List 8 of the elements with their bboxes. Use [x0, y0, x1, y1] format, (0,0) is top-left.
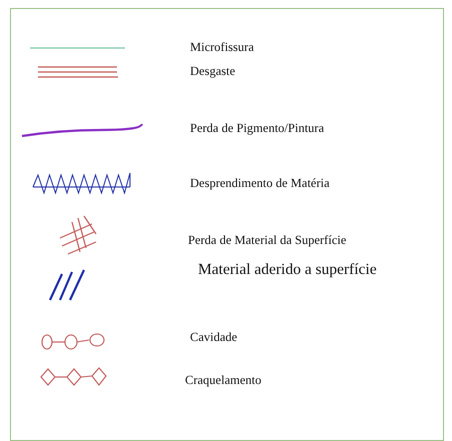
legend-text: Desgaste	[190, 64, 236, 78]
legend-text: Perda de Pigmento/Pintura	[190, 121, 324, 135]
legend-text: Desprendimento de Matéria	[190, 176, 330, 190]
legend-text: Cavidade	[190, 330, 238, 344]
legend-text: Craquelamento	[185, 373, 262, 387]
legend-text: Perda de Material da Superfície	[188, 233, 346, 247]
legend-text: Microfissura	[190, 40, 254, 54]
legend-text: Material aderido a superfície	[198, 263, 377, 277]
